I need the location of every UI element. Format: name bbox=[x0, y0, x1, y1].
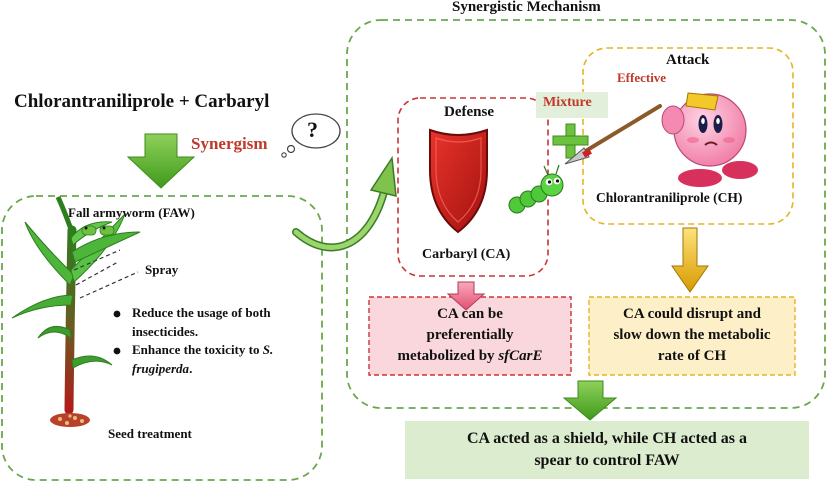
synergism-label: Synergism bbox=[191, 134, 268, 153]
combo-label: Chlorantraniliprole + Carbaryl bbox=[14, 91, 270, 112]
attack-down-arrow bbox=[671, 227, 709, 293]
bullet-1-line-1: Reduce the usage of both bbox=[132, 305, 271, 320]
effective-label: Effective bbox=[617, 70, 667, 85]
bullet-dot bbox=[113, 347, 121, 355]
shield-icon bbox=[429, 128, 488, 234]
attack-note-line-1: CA could disrupt and bbox=[623, 306, 761, 322]
defense-note-line-2: preferentially bbox=[426, 327, 514, 343]
conclusion-text: CA acted as a shield, while CH acted as … bbox=[405, 428, 809, 472]
attack-note-text: CA could disrupt and slow down the metab… bbox=[589, 304, 795, 367]
attack-note-box bbox=[588, 296, 796, 376]
defense-frame bbox=[397, 97, 549, 277]
character-icon bbox=[661, 92, 758, 187]
mixture-box bbox=[536, 92, 608, 118]
treatment-frame bbox=[1, 195, 323, 481]
defense-down-arrow bbox=[446, 281, 486, 311]
defense-note-text: CA can be preferentially metabolized by … bbox=[369, 304, 571, 367]
conclusion-box bbox=[405, 421, 809, 479]
defense-note-line-3: metabolized by sfCarE bbox=[397, 348, 543, 364]
conclusion-line-1: CA acted as a shield, while CH acted as … bbox=[467, 430, 747, 447]
curved-transfer-arrow bbox=[292, 155, 397, 252]
bullet-1-line-2: insecticides. bbox=[132, 324, 199, 339]
bullet-2-line-2: frugiperda. bbox=[132, 361, 193, 376]
corn-plant-icon bbox=[11, 195, 141, 427]
seed-treatment-label: Seed treatment bbox=[108, 426, 192, 441]
conclusion-down-arrow bbox=[562, 380, 618, 421]
attack-title: Attack bbox=[666, 52, 710, 68]
diagram-title: Synergistic Mechanism bbox=[452, 0, 601, 15]
chlorantraniliprole-label: Chlorantraniliprole (CH) bbox=[596, 190, 743, 205]
spray-label: Spray bbox=[145, 262, 179, 277]
defense-note-box bbox=[368, 296, 572, 376]
conclusion-line-2: spear to control FAW bbox=[534, 452, 680, 469]
spear-icon bbox=[564, 104, 662, 165]
thought-bubble-icon bbox=[281, 113, 341, 158]
synergism-down-arrow bbox=[126, 133, 196, 189]
caterpillar-icon bbox=[508, 164, 564, 214]
attack-note-line-2: slow down the metabolic bbox=[613, 327, 771, 343]
defense-note-line-1: CA can be bbox=[437, 306, 503, 322]
mixture-label: Mixture bbox=[543, 95, 592, 110]
faw-label: Fall armyworm (FAW) bbox=[68, 205, 195, 220]
carbaryl-label: Carbaryl (CA) bbox=[422, 247, 511, 262]
attack-note-line-3: rate of CH bbox=[657, 348, 727, 364]
plus-icon bbox=[552, 123, 589, 159]
mechanism-frame bbox=[346, 19, 826, 409]
question-mark: ? bbox=[307, 117, 318, 142]
bullet-2-line-1: Enhance the toxicity to S. bbox=[132, 342, 274, 357]
attack-frame bbox=[582, 47, 794, 225]
defense-title: Defense bbox=[444, 104, 494, 120]
bullet-dot bbox=[113, 310, 121, 318]
faw-larvae-icon bbox=[81, 225, 115, 236]
